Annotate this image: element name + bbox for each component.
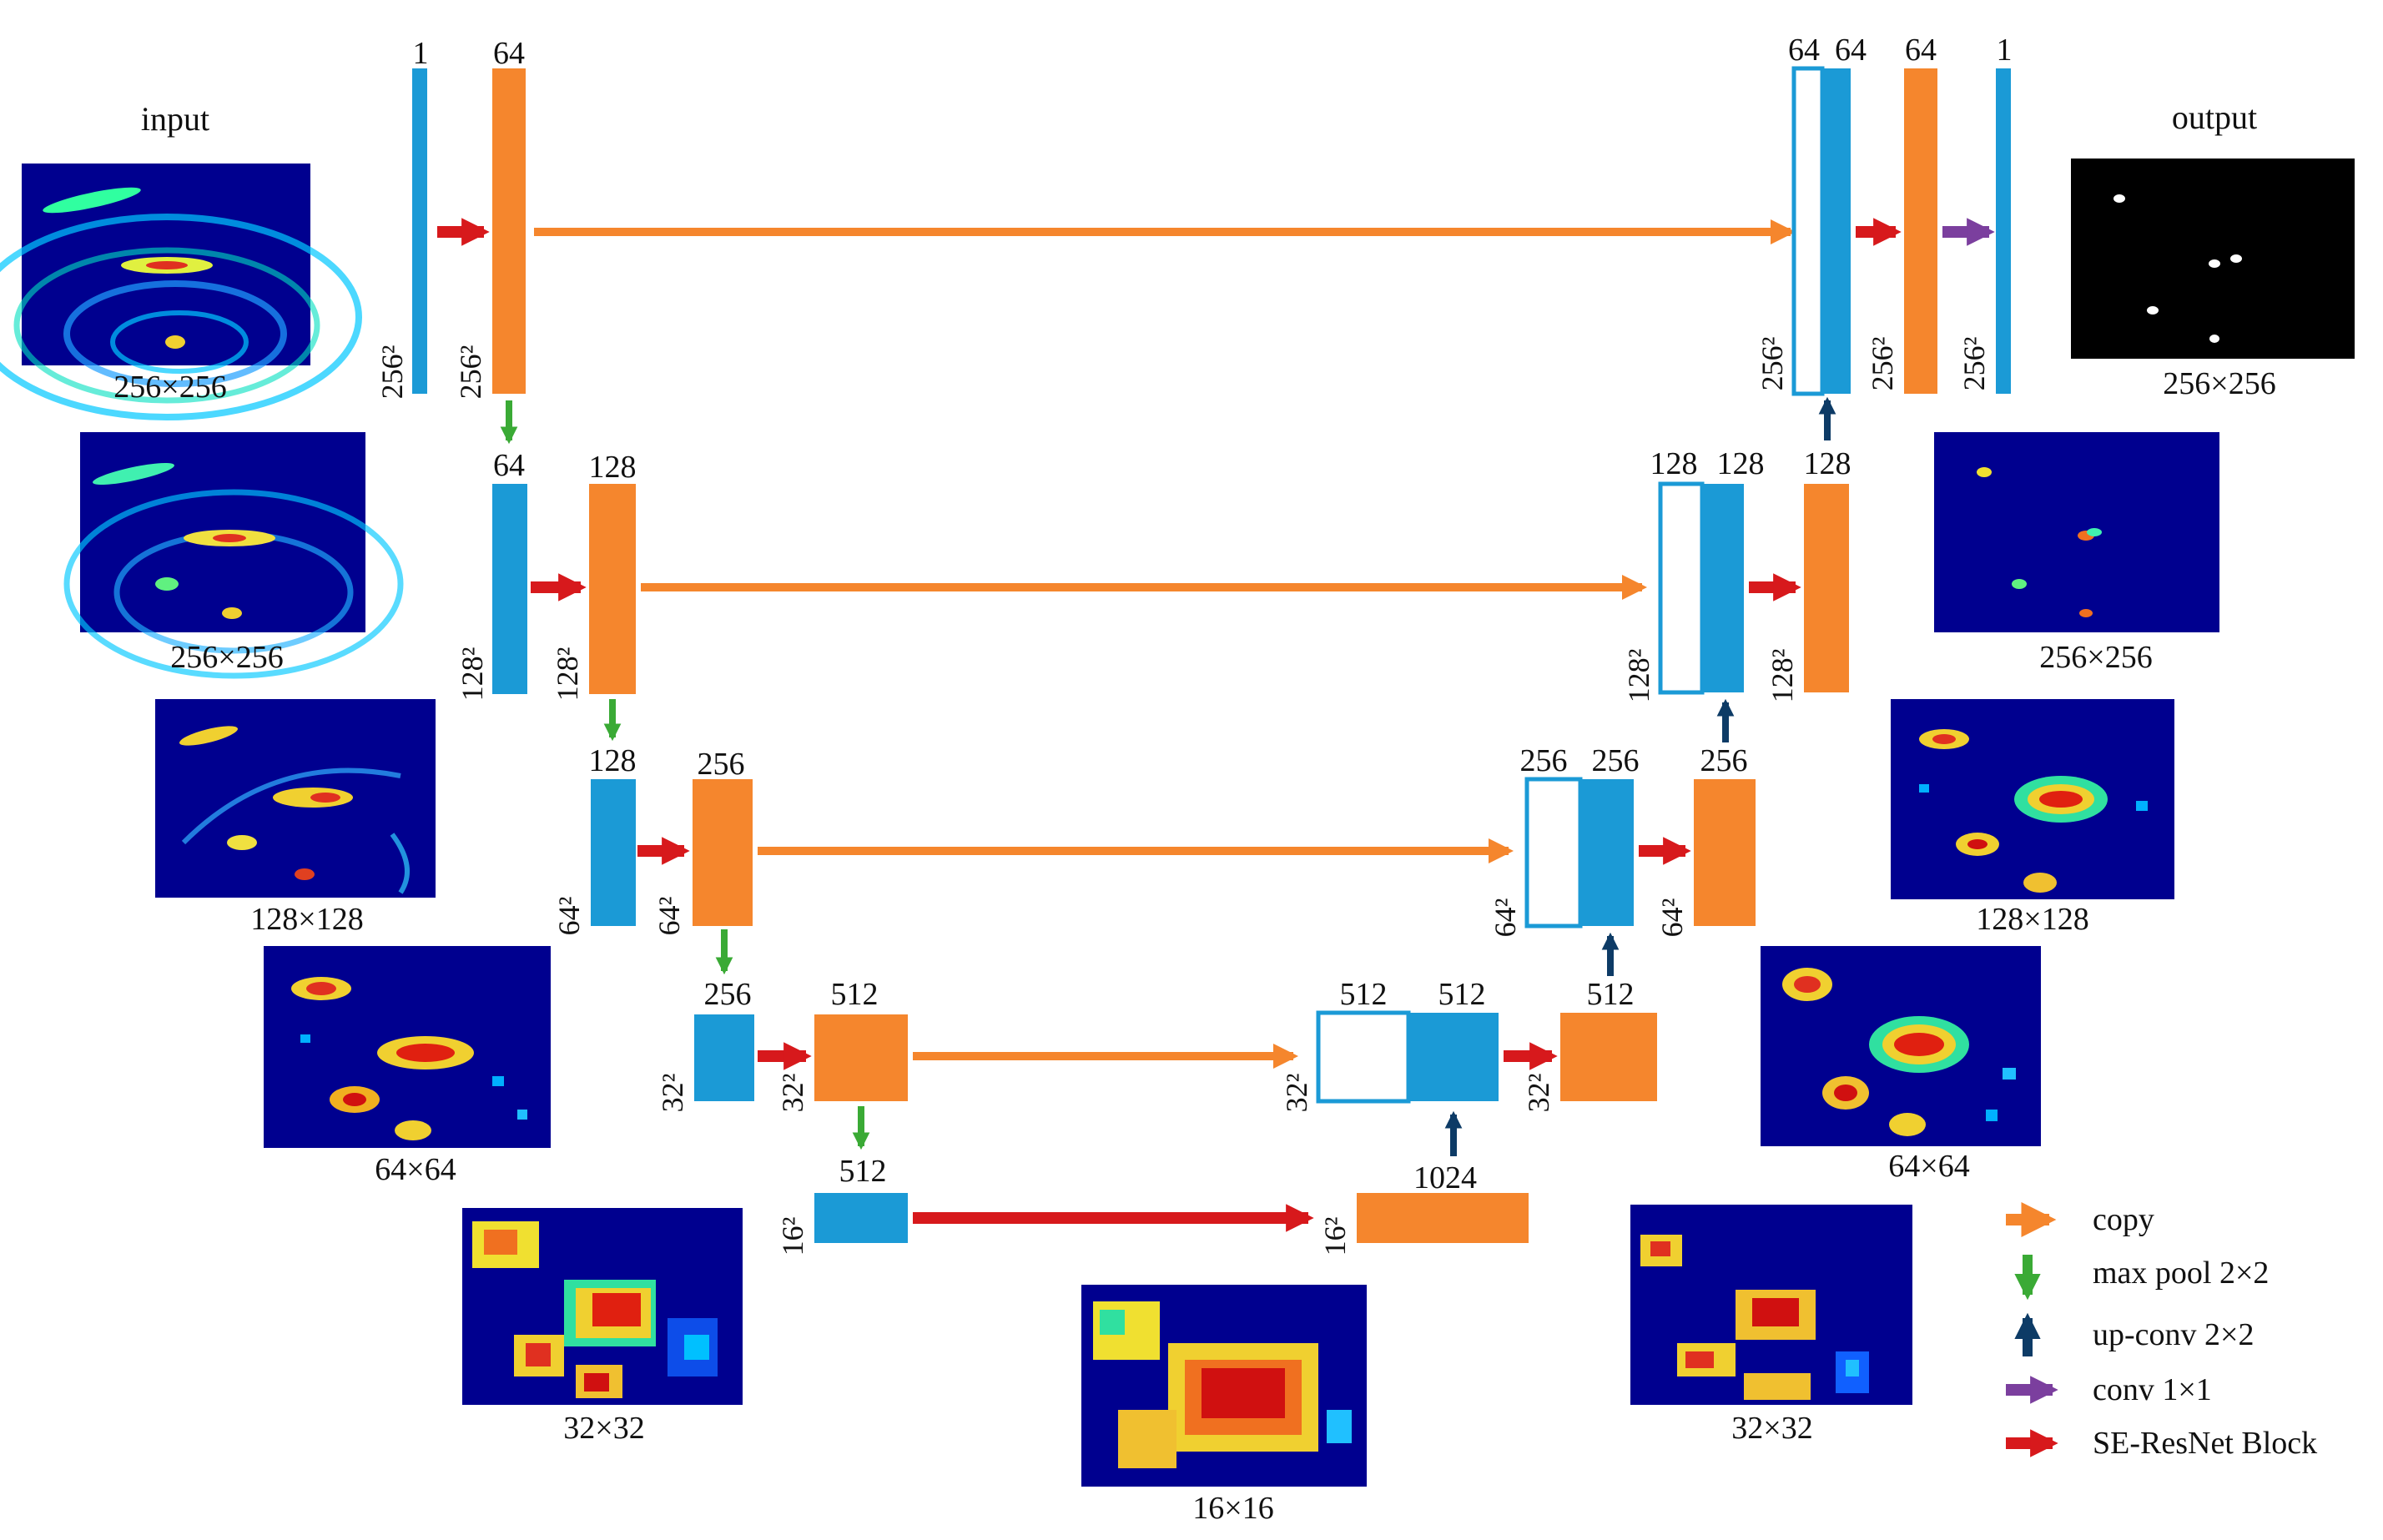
input-feature-map bbox=[0, 164, 362, 420]
decoder-level4-copy-block bbox=[1316, 1010, 1411, 1104]
resolution-label: 32² bbox=[1522, 1074, 1555, 1113]
resolution-label: 64² bbox=[552, 897, 586, 936]
decoder-level1-copy-block bbox=[1791, 66, 1825, 396]
feature-map-size-label: 256×256 bbox=[170, 640, 283, 675]
resolution-label: 256² bbox=[454, 345, 487, 400]
feature-map-size-label: 128×128 bbox=[250, 902, 363, 937]
legend: copy max pool 2×2 up-conv 2×2 conv 1×1 S… bbox=[2006, 1202, 2317, 1461]
channel-label: 1024 bbox=[1413, 1160, 1477, 1195]
encoder-level4-block bbox=[814, 1014, 908, 1101]
encoder-level3-input-block bbox=[591, 779, 636, 926]
channel-label: 1 bbox=[413, 36, 429, 71]
encoder-level2-block bbox=[589, 484, 636, 694]
decoder-level3-block bbox=[1694, 779, 1756, 926]
decoder-level3-feature-map bbox=[1761, 946, 2041, 1146]
resolution-label: 128² bbox=[1622, 649, 1655, 703]
decoder-level3-copy-block bbox=[1524, 777, 1583, 929]
decoder-level2-feature-map bbox=[1891, 699, 2174, 899]
channel-label: 512 bbox=[1438, 977, 1486, 1012]
resolution-label: 64² bbox=[652, 897, 686, 936]
resolution-label: 16² bbox=[1318, 1217, 1352, 1256]
encoder-level2-input-block bbox=[492, 484, 527, 694]
decoder-level4-feature-map bbox=[1630, 1205, 1912, 1405]
maxpool-legend-label: max pool 2×2 bbox=[2093, 1256, 2269, 1291]
encoder-level5-feature-map bbox=[462, 1208, 743, 1405]
channel-label: 512 bbox=[839, 1154, 887, 1189]
encoder-bottom-block bbox=[814, 1193, 908, 1243]
bottleneck-block bbox=[1357, 1193, 1529, 1243]
output-block bbox=[1996, 68, 2011, 394]
channel-label: 512 bbox=[831, 977, 879, 1012]
resolution-label: 256² bbox=[375, 345, 409, 400]
channel-label: 512 bbox=[1340, 977, 1388, 1012]
channel-label: 64 bbox=[493, 36, 525, 71]
output-label: output bbox=[2172, 98, 2257, 136]
feature-map-size-label: 64×64 bbox=[1888, 1149, 1969, 1184]
resolution-label: 64² bbox=[1489, 898, 1522, 938]
resolution-label: 16² bbox=[776, 1217, 809, 1256]
channel-label: 128 bbox=[589, 743, 637, 778]
feature-map-size-label: 256×256 bbox=[113, 370, 226, 405]
decoder-level4-block bbox=[1560, 1013, 1657, 1101]
encoder-level3-feature-map bbox=[155, 699, 436, 898]
channel-label: 64 bbox=[1905, 33, 1937, 68]
upconv-legend-label: up-conv 2×2 bbox=[2093, 1317, 2254, 1352]
feature-map-size-label: 64×64 bbox=[375, 1152, 456, 1187]
channel-label: 128 bbox=[1717, 446, 1765, 481]
feature-map-size-label: 256×256 bbox=[2163, 366, 2275, 401]
channel-label: 128 bbox=[589, 450, 637, 485]
bottleneck-feature-map bbox=[1081, 1285, 1367, 1487]
encoder-level3-block bbox=[693, 779, 753, 926]
resolution-label: 128² bbox=[1766, 649, 1799, 703]
output-segmentation-map bbox=[2071, 159, 2355, 359]
encoder-level4-input-block bbox=[694, 1014, 754, 1101]
resolution-label: 128² bbox=[456, 647, 489, 702]
input-block bbox=[412, 68, 427, 394]
decoder-level3-upconv-block bbox=[1580, 779, 1634, 926]
resolution-label: 256² bbox=[1957, 337, 1991, 391]
channel-label: 64 bbox=[1835, 33, 1867, 68]
encoder-level4-feature-map bbox=[264, 946, 551, 1148]
decoder-level2-upconv-block bbox=[1702, 484, 1744, 692]
feature-map-size-label: 32×32 bbox=[563, 1411, 644, 1446]
conv1x1-legend-label: conv 1×1 bbox=[2093, 1372, 2212, 1407]
decoder-level2-block bbox=[1804, 484, 1849, 692]
channel-label: 64 bbox=[493, 448, 525, 483]
channel-label: 256 bbox=[698, 747, 745, 782]
channel-label: 128 bbox=[1804, 446, 1851, 481]
encoder-level2-feature-map bbox=[63, 432, 404, 679]
decoder-level1-feature-map bbox=[1934, 432, 2219, 632]
channel-label: 256 bbox=[1700, 743, 1748, 778]
feature-map-size-label: 128×128 bbox=[1976, 902, 2088, 937]
channel-label: 512 bbox=[1587, 977, 1635, 1012]
seresnet-legend-label: SE-ResNet Block bbox=[2093, 1426, 2317, 1461]
feature-map-size-label: 16×16 bbox=[1192, 1491, 1273, 1526]
resolution-label: 64² bbox=[1655, 898, 1689, 938]
resolution-label: 256² bbox=[1866, 337, 1899, 391]
channel-label: 256 bbox=[1520, 743, 1568, 778]
encoder-level1-block bbox=[492, 68, 526, 394]
resolution-label: 32² bbox=[656, 1074, 689, 1113]
feature-map-size-label: 32×32 bbox=[1731, 1411, 1812, 1446]
decoder-level4-upconv-block bbox=[1408, 1013, 1499, 1101]
channel-label: 64 bbox=[1788, 33, 1820, 68]
decoder-level1-upconv-block bbox=[1822, 68, 1851, 394]
channel-label: 256 bbox=[704, 977, 752, 1012]
channel-label: 1 bbox=[1997, 33, 2013, 68]
channel-label: 128 bbox=[1650, 446, 1698, 481]
decoder-level2-copy-block bbox=[1658, 481, 1705, 695]
feature-map-size-label: 256×256 bbox=[2039, 640, 2152, 675]
resolution-label: 256² bbox=[1756, 337, 1789, 391]
resolution-label: 32² bbox=[1280, 1074, 1313, 1113]
input-label: input bbox=[141, 100, 209, 138]
resolution-label: 128² bbox=[551, 647, 584, 702]
decoder-level1-block bbox=[1904, 68, 1937, 394]
resolution-label: 32² bbox=[776, 1074, 809, 1113]
channel-label: 256 bbox=[1592, 743, 1640, 778]
copy-legend-label: copy bbox=[2093, 1202, 2154, 1237]
